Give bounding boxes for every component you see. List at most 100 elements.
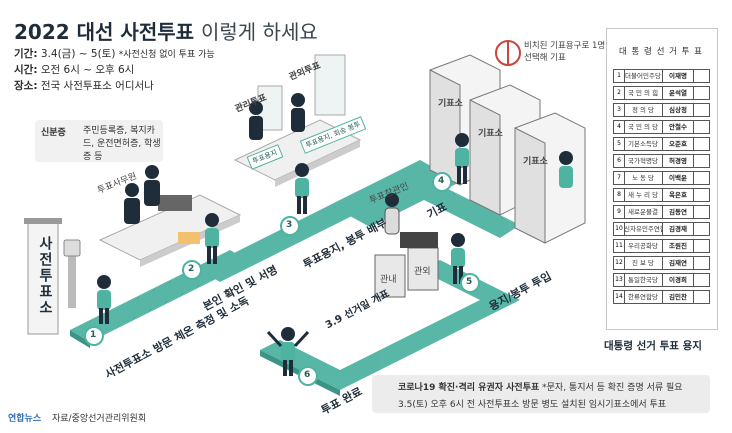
- ballot-row-mark-box: [694, 290, 710, 304]
- ballot-row-candidate: 옥은호: [663, 188, 694, 202]
- ballot-row-candidate: 이경희: [663, 273, 694, 287]
- info-period: 기간: 3.4(금) ~ 5(토) *사전신청 없이 투표 가능: [14, 48, 215, 60]
- ballot-row-candidate: 김재연: [663, 256, 694, 270]
- ballot-row-party: 국 민 의 당: [624, 120, 663, 134]
- ballot-row-number: 2: [613, 86, 625, 100]
- ballot-row-candidate: 이재명: [663, 69, 694, 83]
- ballot-row-candidate: 심상정: [663, 103, 694, 117]
- ballot-row-number: 5: [613, 137, 625, 151]
- ballot-row-mark-box: [694, 205, 710, 219]
- covid-detail: 3.5(토) 오후 6시 전 사전투표소 방문 병도 설치된 임시기표소에서 투…: [398, 400, 667, 410]
- ballot-row-mark-box: [694, 222, 710, 236]
- title-main: 사전투표: [120, 20, 195, 44]
- ballot-row-mark-box: [694, 86, 710, 100]
- ballot-row-mark-box: [694, 103, 710, 117]
- source-text: 자료/중앙선거관리위원회: [52, 414, 147, 424]
- ballot-row-candidate: 김경재: [663, 222, 694, 236]
- step-4-number: 4: [438, 176, 445, 186]
- ballot-row-number: 6: [613, 154, 625, 168]
- ballot-caption: 대통령 선거 투표 용지: [604, 340, 702, 352]
- booth-label-3: 기표소: [523, 157, 548, 167]
- stamp-note: 비치된 기표용구로 1명 선택해 기표: [524, 41, 606, 63]
- ballot-row-mark-box: [694, 273, 710, 287]
- path-segment-4: [400, 175, 520, 238]
- sign-board: [27, 221, 59, 335]
- path-segment-3: [330, 160, 460, 227]
- ballot-row-number: 12: [613, 256, 625, 270]
- polling-sign-text: 사전투표소: [37, 236, 53, 316]
- ballot-row-number: 8: [613, 188, 625, 202]
- step-markers: [84, 172, 480, 386]
- ballot-row-number: 9: [613, 205, 625, 219]
- step-6-number: 6: [304, 370, 311, 380]
- ballot-header: 대 통 령 선 거 투 표: [619, 47, 703, 57]
- ballot-row-number: 7: [613, 171, 625, 185]
- ballot-row-number: 13: [613, 273, 625, 287]
- ballot-row-mark-box: [694, 239, 710, 253]
- ballot-row-party: 기본소득당: [624, 137, 663, 151]
- info-place: 장소: 전국 사전투표소 어디서나: [14, 80, 154, 92]
- ballot-row-number: 10: [613, 222, 625, 236]
- ballot-row-party: 더불어민주당: [624, 69, 663, 83]
- ballot-row-party: 우리공화당: [624, 239, 663, 253]
- page-title: 2022 대선 사전투표 이렇게 하세요: [14, 16, 318, 45]
- ballot-row-mark-box: [694, 256, 710, 270]
- ballot-row-mark-box: [694, 188, 710, 202]
- news-logo: 연합뉴스: [8, 414, 42, 424]
- step-3-number: 3: [286, 220, 293, 230]
- ballot-row-party: 새 누 리 당: [624, 188, 663, 202]
- ballot-row-number: 3: [613, 103, 625, 117]
- step-5-number: 5: [466, 277, 473, 287]
- booth-label-2: 기표소: [478, 129, 503, 139]
- title-year: 2022: [14, 20, 70, 44]
- ballot-row-party: 한류연합당: [624, 290, 663, 304]
- step-1-number: 1: [90, 330, 97, 340]
- ballot-row-party: 새로운물결: [624, 205, 663, 219]
- ballot-row-mark-box: [694, 69, 710, 83]
- ballot-row-party: 국가혁명당: [624, 154, 663, 168]
- footer: 연합뉴스 자료/중앙선거관리위원회: [8, 411, 146, 424]
- ballot-row-mark-box: [694, 154, 710, 168]
- title-event: 대선: [76, 20, 114, 44]
- ballot-row-candidate: 안철수: [663, 120, 694, 134]
- ballot-row-candidate: 윤석열: [663, 86, 694, 100]
- ballot-row-candidate: 허경영: [663, 154, 694, 168]
- ballot-row-party: 정 의 당: [624, 103, 663, 117]
- ballot-row-number: 4: [613, 120, 625, 134]
- ballot-row-number: 1: [613, 69, 625, 83]
- id-scanner: [158, 195, 192, 211]
- ballot-box-out: 관외: [414, 267, 431, 277]
- ballot-box-in: 관내: [380, 275, 397, 285]
- ballot-row-mark-box: [694, 120, 710, 134]
- id-card-note: 신분증 주민등록증, 복지카드, 운전면허증, 학생증 등: [35, 120, 163, 162]
- ballot-row-mark-box: [694, 137, 710, 151]
- covid-requirement: *문자, 통지서 등 확진 증명 서류 필요: [542, 383, 683, 393]
- ballot-row-party: 진 보 당: [624, 256, 663, 270]
- ballot-row-candidate: 오준호: [663, 137, 694, 151]
- ballot-row-mark-box: [694, 171, 710, 185]
- covid-note: 코로나19 확진·격리 유권자 사전투표 *문자, 통지서 등 확진 증명 서류…: [372, 375, 710, 413]
- ballot-row-candidate: 조원진: [663, 239, 694, 253]
- ballot-row-number: 14: [613, 290, 625, 304]
- ballot-row-number: 11: [613, 239, 625, 253]
- step-2-number: 2: [188, 264, 195, 274]
- title-sub: 이렇게 하세요: [201, 20, 318, 44]
- path-segment-5: [260, 260, 520, 390]
